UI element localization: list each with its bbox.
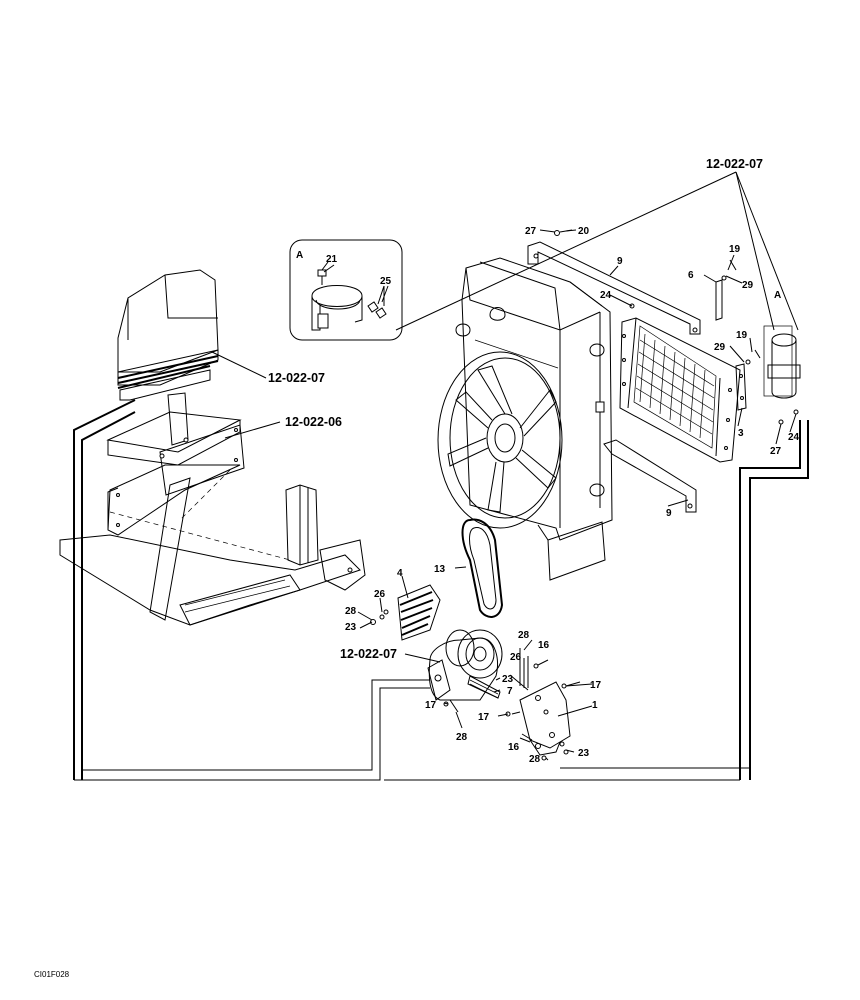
lower-mounting-bar [603, 439, 697, 513]
ref-label-filter: 12-022-07 [268, 371, 325, 385]
callout-13: 13 [434, 564, 446, 575]
detail-a-box [289, 239, 403, 341]
upper-mounting-bar [527, 241, 701, 335]
callout-19: 19 [736, 330, 748, 341]
hardware-alternator [443, 648, 581, 761]
oil-cooler [619, 317, 741, 463]
radiator-assembly [455, 257, 613, 581]
callout-25: 25 [380, 276, 392, 287]
drive-belt [461, 518, 504, 618]
callout-24: 24 [600, 290, 612, 301]
callout-9: 9 [666, 508, 672, 519]
ref-label-alternator: 12-022-07 [340, 647, 397, 661]
callout-28: 28 [456, 732, 468, 743]
callout-23: 23 [578, 748, 590, 759]
filter-tray [106, 392, 245, 496]
callout-9: 9 [617, 256, 623, 267]
callout-20: 20 [578, 226, 590, 237]
callout-23: 23 [502, 674, 514, 685]
callout-16: 16 [538, 640, 550, 651]
side-bracket-3 [735, 363, 747, 411]
fan-guard [370, 584, 441, 641]
air-filter-housing [117, 269, 219, 401]
ref-label-top-right: 12-022-07 [706, 157, 763, 171]
callout-17: 17 [425, 700, 437, 711]
drawing-code: CI01F028 [34, 970, 70, 979]
callout-28: 28 [529, 754, 541, 765]
cooler-mesh [635, 333, 715, 439]
callout-29: 29 [714, 342, 726, 353]
alternator [427, 629, 503, 701]
fan-and-shroud [437, 351, 563, 541]
callout-23: 23 [345, 622, 357, 633]
callout-27: 27 [525, 226, 537, 237]
frame-outline [73, 399, 809, 781]
callout-7: 7 [507, 686, 513, 697]
reference-labels: 12-022-07 12-022-07 12-022-06 12-022-07 … [34, 157, 781, 979]
callout-4: 4 [397, 568, 403, 579]
side-bracket-6 [715, 279, 723, 321]
callout-17: 17 [590, 680, 602, 691]
left-bracket-plate [107, 464, 241, 536]
callout-17: 17 [478, 712, 490, 723]
callout-1: 1 [592, 700, 598, 711]
callout-29: 29 [742, 280, 754, 291]
callout-27: 27 [770, 446, 782, 457]
part-callouts: 21 25 27 20 9 6 19 29 24 19 29 3 24 27 9… [326, 226, 800, 765]
callout-28: 28 [518, 630, 530, 641]
callout-21: 21 [326, 254, 338, 265]
callout-6: 6 [688, 270, 694, 281]
callout-26: 26 [374, 589, 386, 600]
callout-28: 28 [345, 606, 357, 617]
alternator-bracket [519, 681, 571, 756]
callout-19: 19 [729, 244, 741, 255]
left-frame-structure [59, 469, 366, 626]
hardware-top [554, 229, 761, 365]
ref-label-tray: 12-022-06 [285, 415, 342, 429]
callout-3: 3 [738, 428, 744, 439]
detail-a-label-right: A [774, 290, 781, 301]
filter-canister [763, 325, 801, 425]
callout-24: 24 [788, 432, 800, 443]
callout-16: 16 [508, 742, 520, 753]
detail-a-label-left: A [296, 250, 303, 261]
callout-26: 26 [510, 652, 522, 663]
leader-lines [211, 171, 799, 761]
